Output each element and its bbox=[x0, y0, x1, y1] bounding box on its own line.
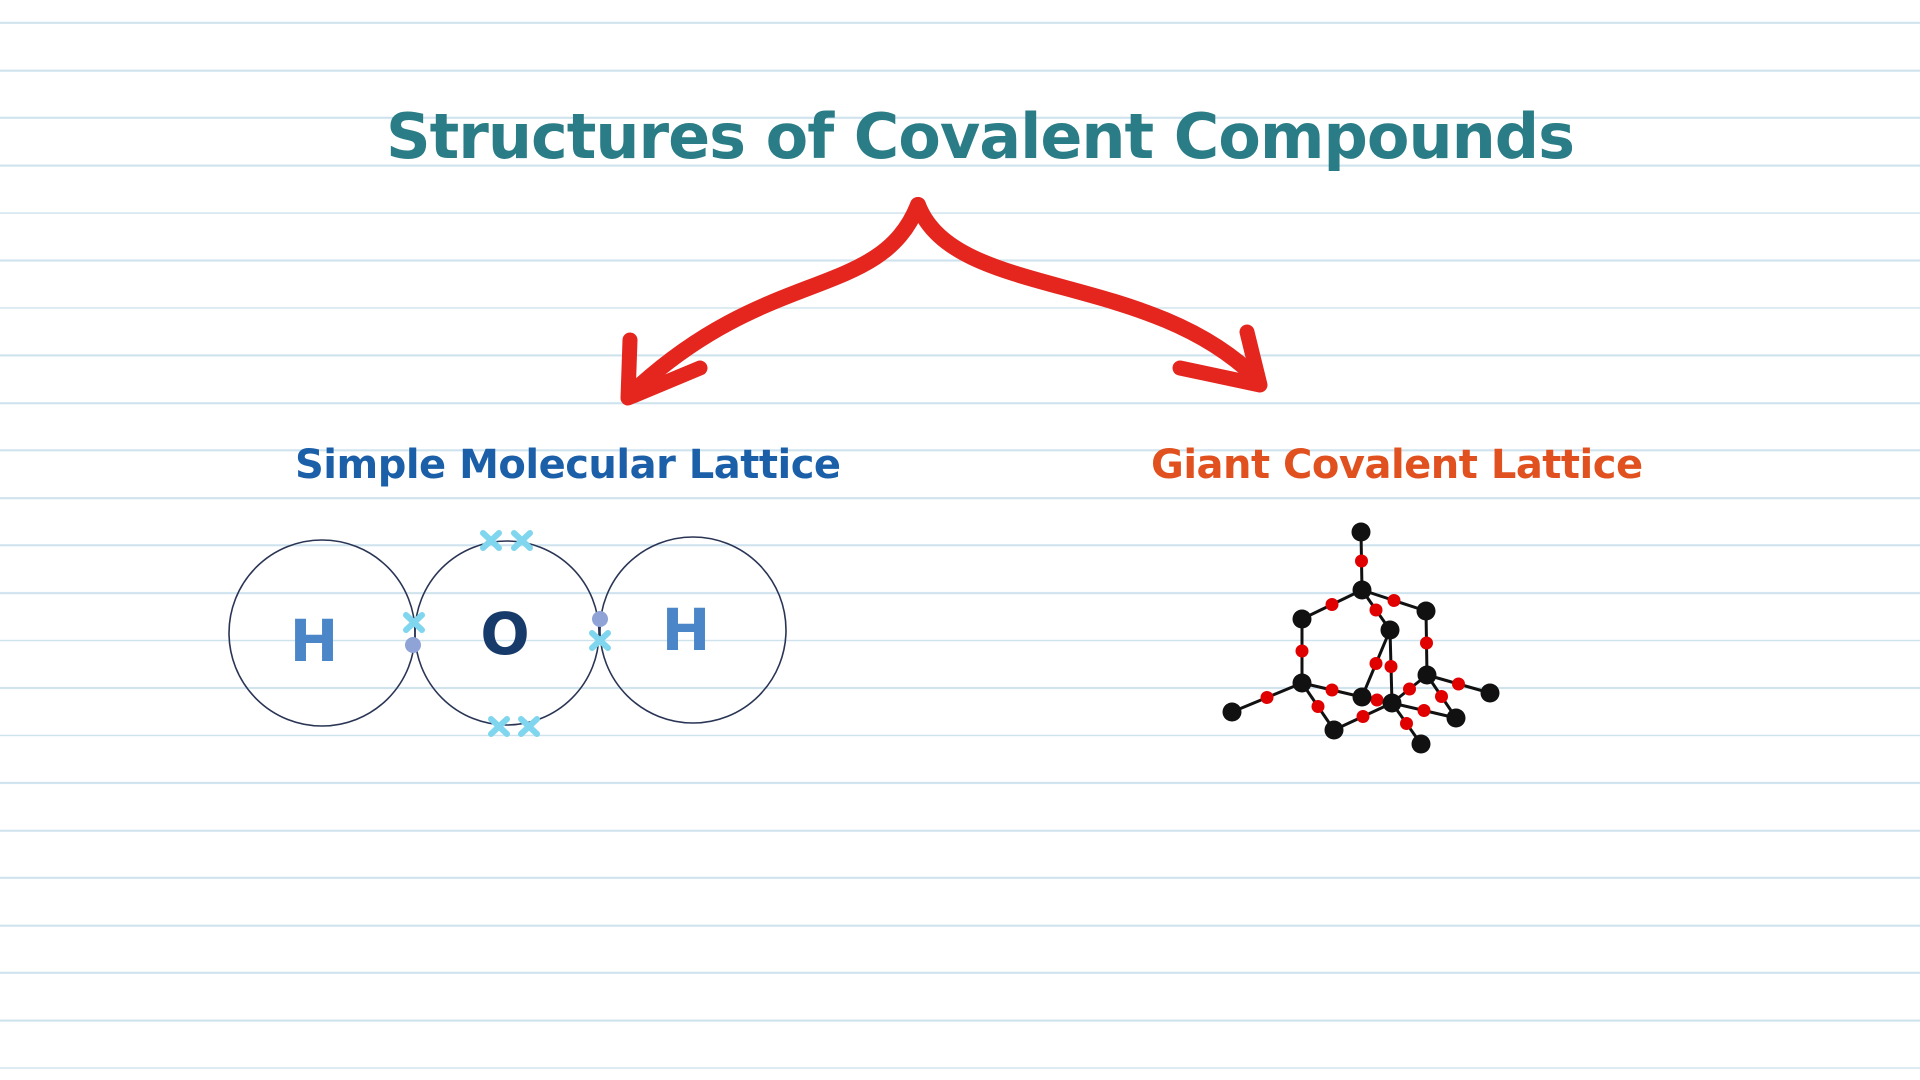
lone-pair-bottom bbox=[488, 716, 540, 737]
lattice-oxygen-atoms bbox=[1260, 554, 1465, 730]
lattice-oxygen-atom bbox=[1325, 598, 1339, 611]
lattice-oxygen-atom bbox=[1420, 636, 1433, 650]
lattice-silicon-atom bbox=[1222, 702, 1242, 722]
lattice-oxygen-atom bbox=[1369, 657, 1383, 670]
water-molecule-diagram: H O H bbox=[228, 530, 787, 737]
lattice-silicon-atom bbox=[1382, 693, 1402, 713]
hydrogen-label-left: H bbox=[290, 607, 339, 675]
left-arrowhead bbox=[620, 332, 708, 406]
lattice-oxygen-atom bbox=[1384, 660, 1398, 673]
lattice-silicon-atom bbox=[1292, 673, 1312, 693]
lattice-silicon-atom bbox=[1417, 665, 1437, 685]
hydrogen-label-right: H bbox=[662, 596, 711, 664]
simple-molecular-lattice-heading: Simple Molecular Lattice bbox=[295, 442, 841, 488]
left-branch-arrow bbox=[627, 197, 926, 398]
lattice-silicon-atom bbox=[1380, 620, 1400, 640]
lattice-silicon-atom bbox=[1292, 609, 1312, 629]
giant-covalent-lattice-heading: Giant Covalent Lattice bbox=[1151, 442, 1643, 488]
lattice-oxygen-atom bbox=[1452, 677, 1465, 691]
lattice-oxygen-atom bbox=[1311, 700, 1325, 713]
lattice-silicon-atoms bbox=[1222, 522, 1500, 754]
lattice-oxygen-atom bbox=[1370, 693, 1384, 707]
lattice-oxygen-atom bbox=[1435, 690, 1448, 703]
shared-pair-right bbox=[589, 611, 611, 651]
lattice-oxygen-atom bbox=[1355, 554, 1368, 568]
lattice-silicon-atom bbox=[1446, 708, 1466, 728]
lattice-silicon-atom bbox=[1480, 683, 1500, 703]
giant-lattice-diagram bbox=[1222, 522, 1500, 754]
lattice-oxygen-atom bbox=[1369, 603, 1383, 617]
lattice-silicon-atom bbox=[1352, 687, 1372, 707]
branch-arrow bbox=[620, 197, 1268, 406]
lattice-silicon-atom bbox=[1411, 734, 1431, 754]
lattice-oxygen-atom bbox=[1403, 682, 1416, 696]
oxygen-shell bbox=[414, 540, 600, 726]
lattice-oxygen-atom bbox=[1400, 717, 1413, 730]
right-arrowhead bbox=[1172, 324, 1268, 393]
shared-pair-left bbox=[403, 612, 425, 653]
lattice-silicon-atom bbox=[1416, 601, 1436, 621]
lattice-oxygen-atom bbox=[1417, 704, 1431, 717]
lattice-silicon-atom bbox=[1351, 522, 1371, 542]
lattice-silicon-atom bbox=[1324, 720, 1344, 740]
hydrogen-shell-right bbox=[599, 536, 787, 724]
lattice-oxygen-atom bbox=[1325, 683, 1339, 697]
lattice-oxygen-atom bbox=[1387, 594, 1401, 607]
page-title: Structures of Covalent Compounds bbox=[385, 100, 1575, 173]
right-branch-arrow bbox=[910, 197, 1266, 388]
lattice-silicon-atom bbox=[1352, 580, 1372, 600]
lattice-oxygen-atom bbox=[1356, 710, 1370, 723]
oxygen-label: O bbox=[480, 600, 529, 668]
lone-pair-top bbox=[480, 530, 533, 551]
lattice-oxygen-atom bbox=[1295, 644, 1309, 658]
lattice-oxygen-atom bbox=[1260, 691, 1274, 704]
